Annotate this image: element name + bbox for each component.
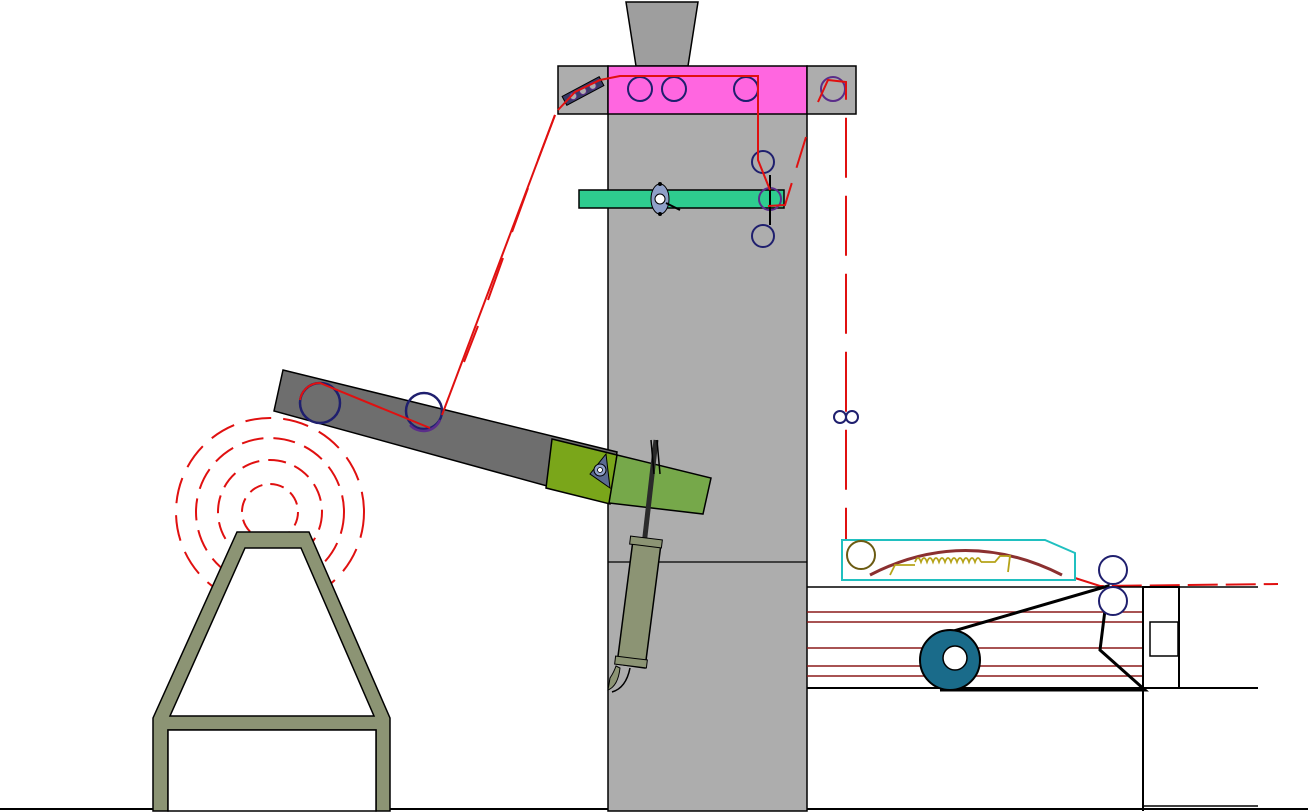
hopper bbox=[625, 1, 699, 67]
gear-icon bbox=[589, 452, 611, 490]
tray-roller bbox=[846, 540, 876, 570]
guide-bar-body bbox=[578, 189, 785, 209]
thread-knot bbox=[833, 410, 859, 424]
cylinder-icon bbox=[607, 439, 663, 693]
feed-roller-top bbox=[1098, 555, 1128, 585]
feed-roller-bottom bbox=[1098, 586, 1128, 616]
top-right-block bbox=[806, 65, 857, 115]
dancer-roller-bottom bbox=[751, 224, 775, 248]
conveyor bbox=[807, 555, 1258, 811]
top-head bbox=[557, 65, 857, 115]
press-tray bbox=[841, 539, 1076, 581]
top-center-block bbox=[607, 65, 808, 115]
arm-bracket-right bbox=[608, 454, 712, 515]
inclined-arm bbox=[273, 369, 712, 515]
arm-roller-right bbox=[404, 391, 444, 431]
spring-icon bbox=[889, 555, 1012, 576]
gear-icon bbox=[650, 182, 681, 216]
thread-path bbox=[299, 75, 1279, 588]
pulley-icon bbox=[919, 629, 981, 691]
arm-bracket bbox=[545, 438, 618, 505]
guide-bar bbox=[578, 150, 785, 248]
stand bbox=[152, 531, 391, 812]
